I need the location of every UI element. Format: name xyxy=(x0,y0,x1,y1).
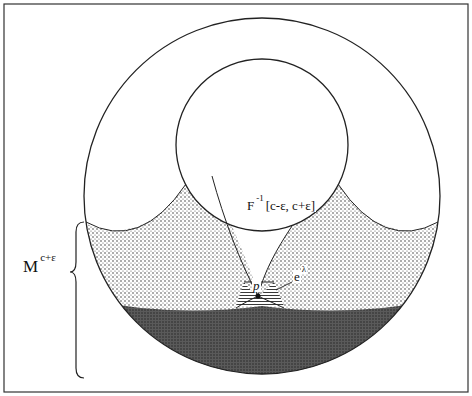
inner-torus-outline xyxy=(176,59,348,231)
level-set-curve xyxy=(258,226,292,308)
critical-point xyxy=(256,294,261,299)
set-name: M xyxy=(22,258,39,275)
preimage-label: [c-ε, c+ε] xyxy=(265,199,316,212)
brace xyxy=(70,222,84,378)
preimage-label: F xyxy=(246,199,255,212)
frame xyxy=(4,4,468,392)
superscript: c+ε xyxy=(39,252,57,263)
level-curve xyxy=(86,184,186,231)
leader-line xyxy=(276,282,292,290)
superscript: λ xyxy=(301,265,307,274)
outer-torus-outline xyxy=(84,18,440,374)
superscript: -1 xyxy=(255,194,265,203)
point-label: p xyxy=(252,279,261,292)
cell-label: e xyxy=(293,270,301,283)
level-curve xyxy=(338,184,438,231)
dotted-region xyxy=(78,184,446,392)
sublevel-dark-region xyxy=(78,298,446,392)
